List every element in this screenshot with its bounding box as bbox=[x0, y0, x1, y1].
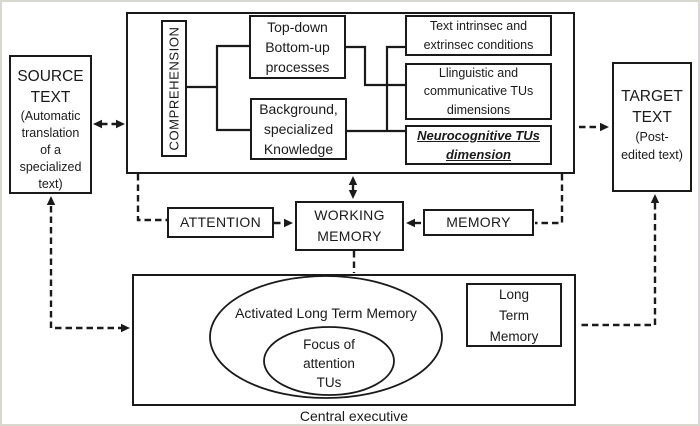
source-text-box: SOURCE TEXT (Automatic translation of a … bbox=[9, 55, 92, 194]
source-text-title: SOURCE TEXT bbox=[17, 68, 84, 106]
central-executive-panel bbox=[132, 274, 576, 406]
top-down-bottom-up-box: Top-down Bottom-up processes bbox=[249, 15, 346, 79]
text-conditions-box: Text intrinsec and extrinsec conditions bbox=[405, 15, 552, 56]
focus-of-attention-ellipse bbox=[263, 326, 395, 396]
comprehension-panel bbox=[126, 12, 575, 174]
target-text-title: TARGET TEXT bbox=[621, 88, 683, 126]
activated-ltm-label: Activated Long Term Memory bbox=[235, 305, 417, 321]
solid-connectors bbox=[187, 44, 407, 133]
arrowheads bbox=[46, 119, 660, 333]
comprehension-box: COMPREHENSION bbox=[161, 20, 187, 157]
neurocognitive-dimension-box: Neurocognitive TUs dimension bbox=[405, 125, 552, 165]
attention-box: ATTENTION bbox=[167, 207, 274, 238]
target-text-subtitle: (Post- edited text) bbox=[621, 130, 683, 162]
dashed-connectors bbox=[49, 122, 657, 330]
central-executive-label: Central executive bbox=[299, 408, 409, 424]
working-memory-box: WORKING MEMORY bbox=[295, 201, 404, 251]
memory-box: MEMORY bbox=[423, 209, 534, 236]
background-knowledge-box: Background, specialized Knowledge bbox=[250, 98, 347, 160]
source-text-subtitle: (Automatic translation of a specialized … bbox=[19, 109, 82, 191]
linguistic-dimensions-box: Llinguistic and communicative TUs dimens… bbox=[405, 63, 552, 120]
focus-of-attention-label: Focus of attention TUs bbox=[303, 337, 355, 390]
comprehension-label: COMPREHENSION bbox=[166, 26, 182, 151]
target-text-box: TARGET TEXT (Post- edited text) bbox=[612, 62, 692, 192]
activated-ltm-ellipse bbox=[209, 275, 443, 399]
long-term-memory-box: Long Term Memory bbox=[466, 283, 562, 347]
